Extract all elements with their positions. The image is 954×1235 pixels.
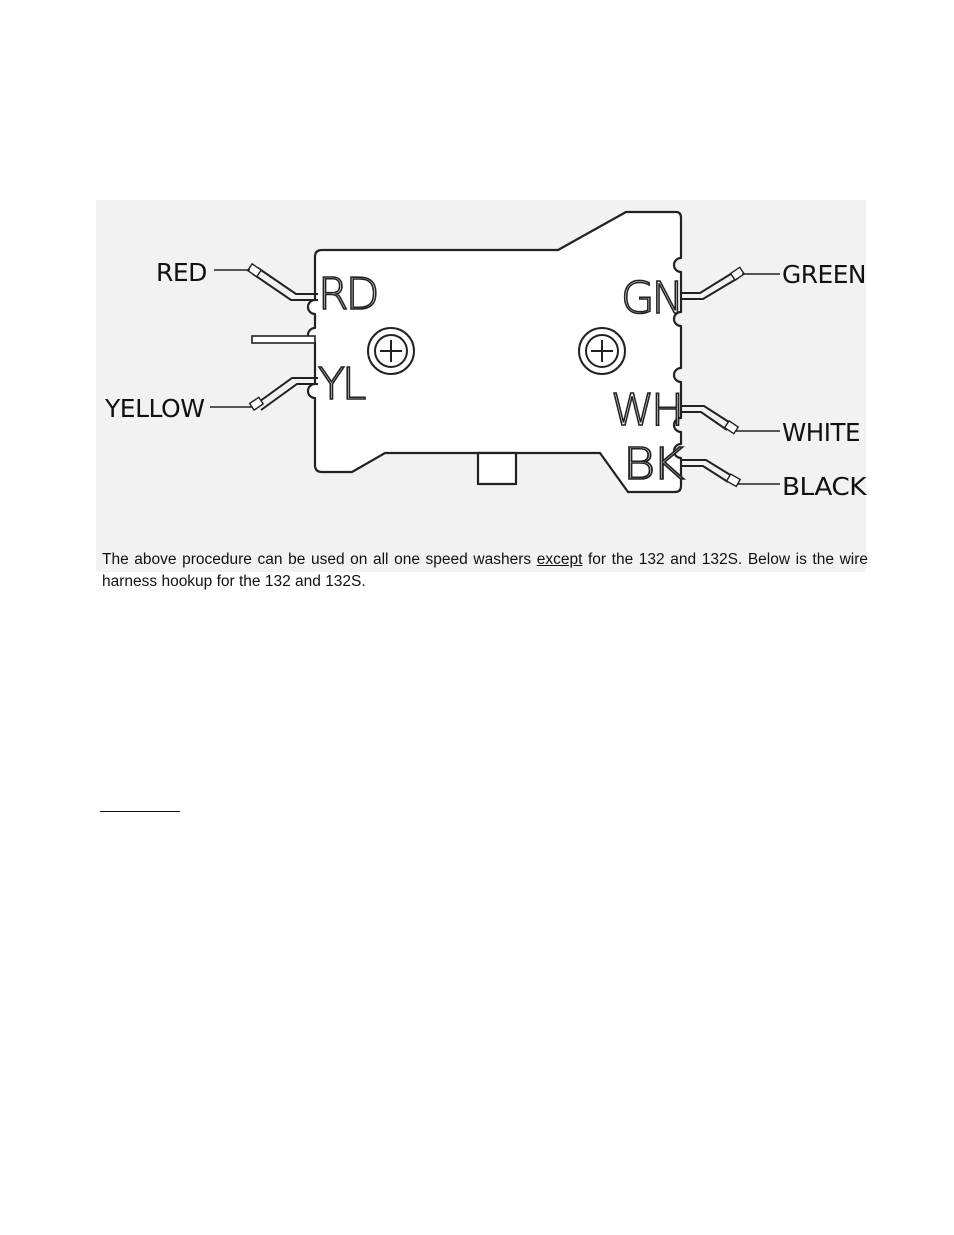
callout-white: WHITE: [782, 418, 860, 447]
switch-wiring-diagram: RD YL GN WH BK RED YELLOW GREEN WHITE BL…: [0, 0, 954, 600]
yellow-wire: [210, 378, 318, 410]
section-divider-rule: [100, 811, 180, 812]
pin-code-yl: YL: [318, 359, 366, 410]
unused-terminal: [252, 336, 315, 343]
callout-green: GREEN: [782, 260, 866, 289]
pin-code-gn: GN: [621, 273, 681, 324]
white-wire: [681, 406, 780, 434]
mounting-screw-right: [579, 328, 625, 374]
caption-emphasis-except: except: [537, 551, 583, 568]
callout-black: BLACK: [782, 472, 867, 501]
black-wire: [681, 460, 780, 486]
callout-yellow: YELLOW: [104, 394, 204, 423]
callout-red: RED: [156, 258, 207, 287]
bottom-tab: [478, 453, 516, 484]
pin-code-wh: WH: [611, 385, 681, 436]
diagram-caption: The above procedure can be used on all o…: [102, 549, 868, 593]
red-wire: [214, 264, 318, 300]
caption-text-start: The above procedure can be used on all o…: [102, 551, 537, 568]
green-wire: [681, 267, 780, 299]
mounting-screw-left: [368, 328, 414, 374]
pin-code-rd: RD: [318, 269, 377, 320]
pin-code-bk: BK: [623, 439, 685, 490]
